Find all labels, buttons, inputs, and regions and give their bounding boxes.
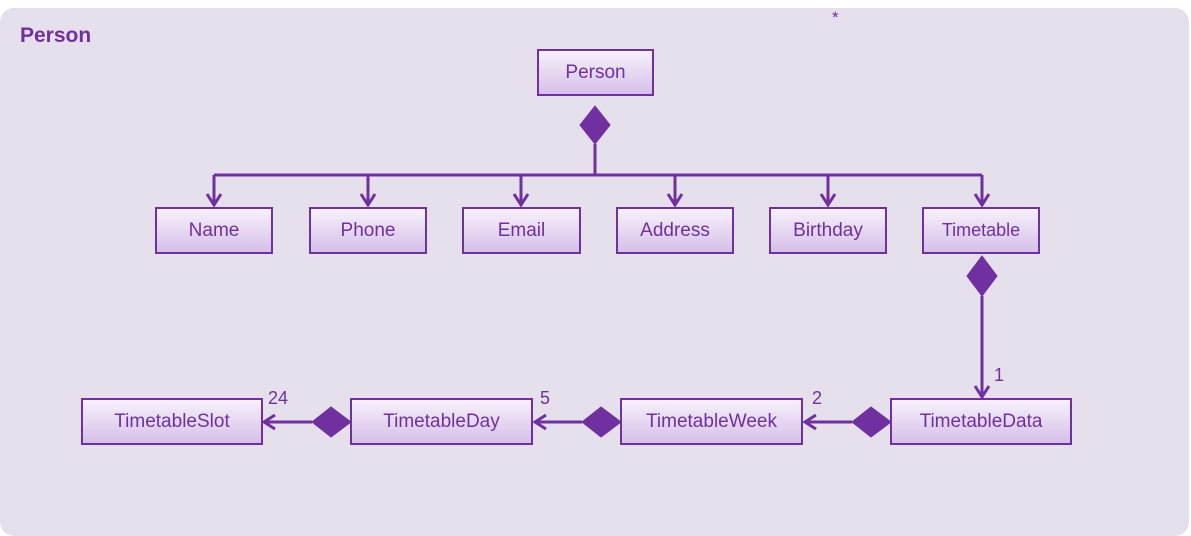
multiplicity-day-slot: 24 [268, 388, 289, 408]
class-timetable-day[interactable]: TimetableDay [350, 398, 533, 445]
star-marker: * [832, 8, 839, 27]
arrowhead-week [802, 413, 817, 431]
arrowhead-day [532, 413, 547, 431]
arrowhead-phone [359, 193, 377, 208]
class-person[interactable]: Person [537, 49, 654, 96]
composition-diamond-day [311, 406, 352, 438]
composition-diamond-week [581, 406, 622, 438]
class-phone[interactable]: Phone [309, 207, 427, 254]
arrowhead-address [666, 193, 684, 208]
package-label: Person [20, 24, 92, 47]
class-address[interactable]: Address [616, 207, 734, 254]
arrowhead-timetable-data [973, 385, 991, 400]
class-name[interactable]: Name [155, 207, 273, 254]
class-timetable-week[interactable]: TimetableWeek [620, 398, 803, 445]
composition-diamond-data [851, 406, 892, 438]
arrowhead-slot [261, 413, 276, 431]
arrowhead-name [205, 193, 223, 208]
class-timetable[interactable]: Timetable [922, 207, 1040, 254]
arrowhead-birthday [819, 193, 837, 208]
arrowhead-email [512, 193, 530, 208]
class-birthday[interactable]: Birthday [769, 207, 887, 254]
class-timetable-slot[interactable]: TimetableSlot [81, 398, 263, 445]
class-timetable-data[interactable]: TimetableData [890, 398, 1072, 445]
composition-diamond-person [579, 105, 611, 145]
composition-diamond-timetable [966, 255, 998, 297]
arrowhead-timetable [973, 193, 991, 208]
class-email[interactable]: Email [462, 207, 581, 254]
multiplicity-timetable-data: 1 [994, 365, 1005, 385]
multiplicity-week-day: 5 [540, 388, 551, 408]
multiplicity-data-week: 2 [812, 388, 823, 408]
